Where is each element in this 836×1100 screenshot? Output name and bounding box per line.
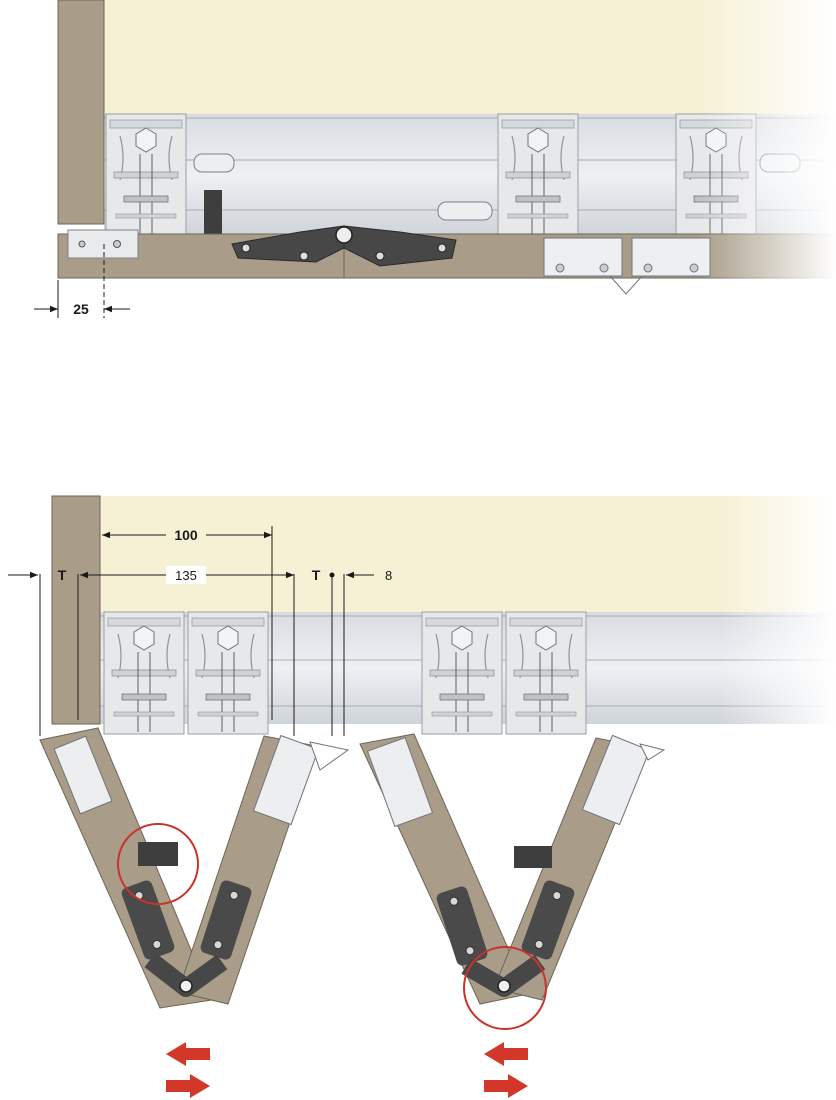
arrow-right-icon (484, 1074, 528, 1098)
cabinet-top-panel (100, 496, 836, 614)
top-view: 25 (34, 0, 836, 318)
arrow-right-icon (166, 1074, 210, 1098)
dimension-100: 100 (102, 524, 273, 720)
carriage (505, 611, 587, 735)
pivot-hinge (543, 237, 711, 295)
side-wall (57, 0, 105, 225)
dimension-label-135: 135 (175, 568, 197, 583)
carriage (103, 611, 185, 735)
highlight-circle-icon (117, 823, 199, 905)
carriage (187, 611, 269, 735)
stopper-block (204, 190, 222, 234)
stopper-block (138, 842, 178, 866)
folded-door-right-pair (359, 733, 666, 1005)
side-wall (51, 495, 101, 725)
folding-hinge (231, 225, 457, 267)
movement-arrows-left-pair (166, 1042, 210, 1098)
dimension-135: T 135 (8, 566, 295, 736)
dimension-label-25: 25 (73, 301, 89, 317)
stopper-block (514, 846, 552, 868)
label-T-right: T (312, 567, 321, 583)
bottom-view: 100 T 135 T 8 (8, 495, 836, 1098)
label-T-left: T (58, 567, 67, 583)
arrow-left-icon (166, 1042, 210, 1066)
highlight-circle-icon (463, 946, 547, 1030)
movement-arrows-right-pair (484, 1042, 528, 1098)
carriage (105, 113, 187, 237)
arrow-left-icon (484, 1042, 528, 1066)
carriage (497, 113, 579, 237)
folded-door-left-pair (39, 727, 350, 1009)
dimension-25: 25 (34, 244, 130, 318)
dimension-label-100: 100 (174, 527, 198, 543)
dimension-8: T 8 (312, 567, 392, 736)
carriage (421, 611, 503, 735)
dimension-label-8: 8 (385, 568, 392, 583)
